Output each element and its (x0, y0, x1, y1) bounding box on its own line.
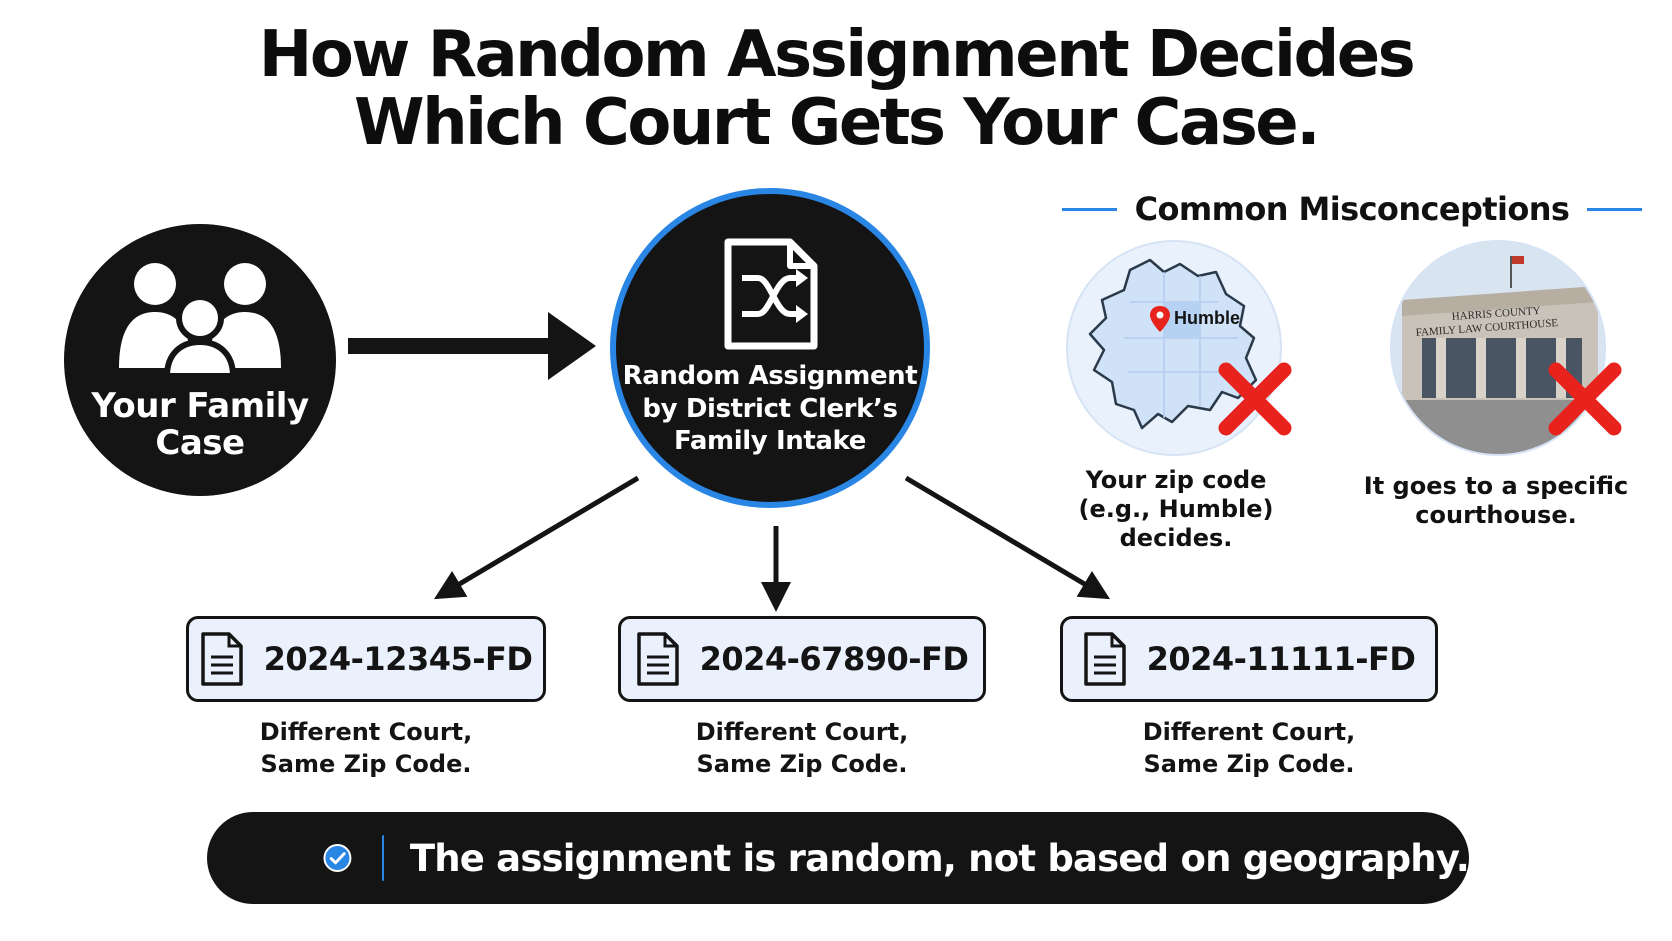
case-note-1: Different Court, Same Zip Code. (259, 718, 473, 779)
case-box-1: 2024-12345-FD (186, 616, 546, 702)
arrow-family-to-clerk (348, 312, 596, 380)
case-number: 2024-11111-FD (1146, 640, 1416, 678)
misconception-caption-2: It goes to a specific courthouse. (1363, 472, 1629, 529)
courthouse-image: HARRIS COUNTY FAMILY LAW COURTHOUSE (1390, 240, 1606, 456)
document-icon (636, 632, 679, 686)
check-circle-icon (323, 844, 352, 872)
arrow-to-case-1 (433, 475, 640, 600)
case-note-2: Different Court, Same Zip Code. (695, 718, 909, 779)
conclusion-banner: The assignment is random, not based on g… (207, 812, 1470, 904)
family-icon (119, 263, 281, 379)
random-assignment-circle: Random Assignment by District Clerk’s Fa… (610, 188, 930, 508)
document-icon (200, 632, 243, 686)
family-case-circle: Your Family Case (64, 224, 336, 496)
case-box-3: 2024-11111-FD (1060, 616, 1438, 702)
x-mark-icon (1218, 362, 1292, 436)
misconception-caption-1: Your zip code (e.g., Humble) decides. (1078, 466, 1274, 552)
title-line-2: Which Court Gets Your Case. (353, 85, 1321, 160)
courthouse-photo: HARRIS COUNTY FAMILY LAW COURTHOUSE (1392, 242, 1604, 454)
banner-divider (381, 835, 384, 881)
heading-rule-left (1062, 207, 1117, 211)
case-number: 2024-12345-FD (263, 640, 533, 678)
random-assignment-label: Random Assignment by District Clerk’s Fa… (622, 361, 918, 457)
case-number: 2024-67890-FD (699, 640, 969, 678)
page-title: How Random Assignment Decides Which Cour… (0, 18, 1672, 160)
x-mark-icon (1548, 362, 1622, 436)
map-label: Humble (1174, 308, 1240, 328)
misconceptions-heading: Common Misconceptions (1062, 190, 1642, 228)
title-line-1: How Random Assignment Decides (258, 18, 1416, 92)
shuffle-document-icon (724, 238, 818, 350)
family-case-label: Your Family Case (91, 386, 309, 463)
arrow-to-case-3 (904, 475, 1111, 600)
banner-text: The assignment is random, not based on g… (409, 836, 1470, 880)
case-note-3: Different Court, Same Zip Code. (1142, 718, 1356, 779)
county-map-image: Humble (1066, 240, 1282, 456)
document-icon (1083, 632, 1126, 686)
map-pin-icon (1150, 306, 1170, 332)
county-map: Humble (1088, 258, 1258, 430)
heading-rule-right (1587, 207, 1642, 211)
case-box-2: 2024-67890-FD (618, 616, 986, 702)
